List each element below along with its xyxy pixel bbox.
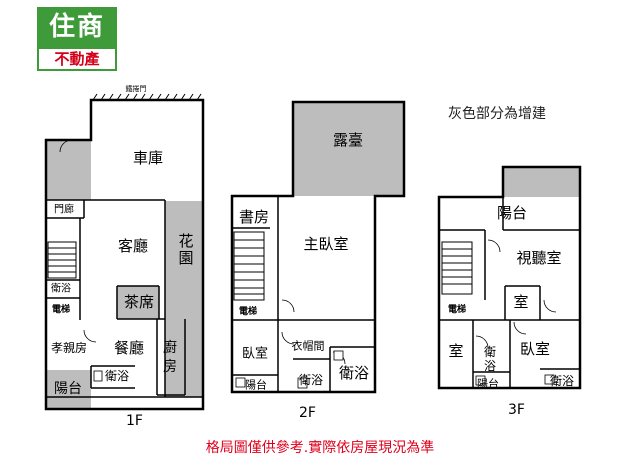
label-f3-elevator: 電梯	[448, 303, 466, 315]
label-parents-room: 孝親房	[51, 340, 87, 355]
label-living: 客廳	[118, 237, 148, 255]
label-terrace: 露臺	[333, 131, 363, 149]
label-garden-1: 花	[178, 232, 193, 250]
label-f3-balcony: 陽台	[497, 204, 527, 222]
label-study: 書房	[239, 208, 269, 226]
label-f3-bath2: 衛浴	[550, 374, 574, 388]
label-f1-elevator: 電梯	[52, 303, 70, 315]
label-f2-bedroom: 臥室	[242, 346, 268, 362]
floor-label-3f: 3F	[508, 402, 525, 418]
label-garden-2: 園	[178, 249, 193, 267]
label-f1-balcony: 陽台	[54, 381, 82, 397]
label-tea: 茶席	[124, 293, 154, 311]
label-kitchen-1: 廚	[163, 339, 177, 356]
stairs	[47, 231, 473, 301]
label-porch: 門廊	[54, 203, 74, 216]
label-f3-room2: 室	[448, 342, 463, 360]
floor-label-2f: 2F	[299, 405, 316, 421]
label-kitchen-2: 房	[163, 359, 177, 375]
floor-label-1f: 1F	[126, 413, 143, 429]
label-dining: 餐廳	[114, 339, 144, 357]
added-area-note: 灰色部分為增建	[448, 106, 546, 122]
label-f2-balcony: 陽台	[245, 378, 267, 392]
label-f1-bath: 衛浴	[51, 282, 71, 295]
label-f3-room: 室	[513, 293, 528, 311]
label-f2-elevator: 電梯	[239, 305, 257, 317]
label-f3-bedroom: 臥室	[520, 340, 550, 358]
label-av-room: 視聽室	[516, 249, 561, 267]
label-f1-bath2: 衛浴	[105, 369, 129, 383]
label-roller-door: 鐵捲門	[126, 84, 147, 93]
label-garage: 車庫	[133, 149, 163, 167]
roller-door	[91, 93, 203, 101]
label-f3-bath1-1: 衛	[484, 345, 496, 359]
room-labels: 鐵捲門 車庫 門廊 客廳 花 園 衛浴 電梯 茶席 孝親房 餐廳 廚 房 衛浴 …	[51, 84, 574, 397]
added-areas	[46, 102, 580, 409]
label-f2-bath1: 衛浴	[299, 373, 323, 387]
label-f2-bath2: 衛浴	[339, 364, 369, 382]
label-closet: 衣帽間	[292, 339, 325, 353]
interior-walls	[46, 196, 580, 398]
fixtures	[93, 350, 555, 389]
label-master: 主臥室	[303, 235, 348, 253]
label-f3-bath1-2: 浴	[484, 359, 496, 373]
logo-bottom: 不動產	[37, 47, 117, 71]
logo-top: 住商	[37, 7, 117, 47]
disclaimer: 格局圖僅供參考.實際依房屋現況為準	[205, 440, 435, 456]
label-f3-balcony2: 陽台	[477, 377, 499, 391]
